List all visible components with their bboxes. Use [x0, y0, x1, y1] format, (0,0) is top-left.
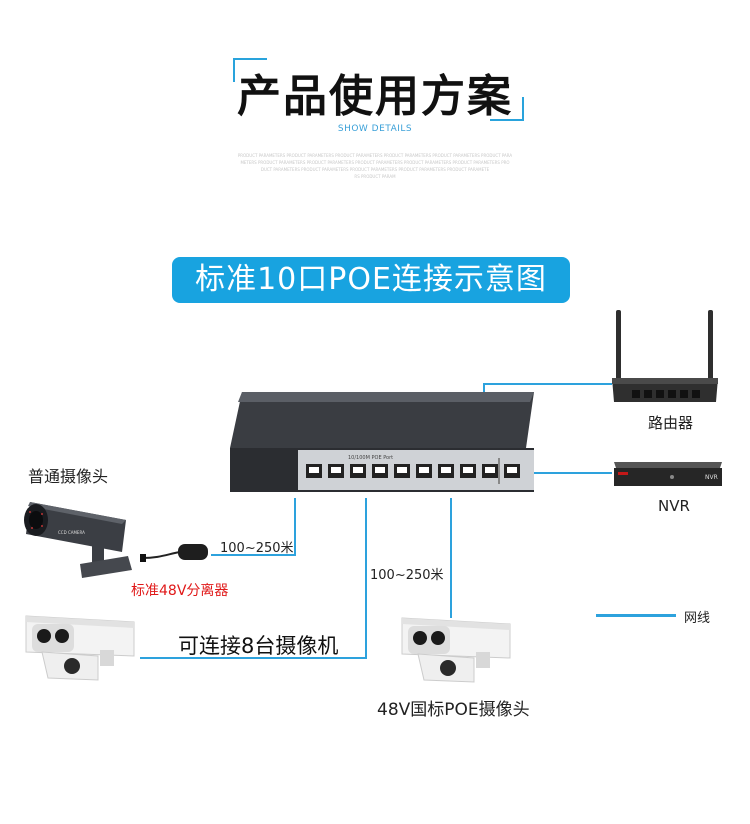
legend-line	[596, 614, 676, 617]
legend-label: 网线	[684, 607, 710, 626]
filler-text-4: RS PRODUCT PARAM	[175, 173, 575, 181]
poe-switch: 10/100M POE Port	[228, 388, 540, 500]
router-cable-horizontal	[483, 383, 612, 385]
normal-camera-label: 普通摄像头	[28, 463, 108, 487]
connect-note: 可连接8台摄像机	[178, 630, 338, 660]
nvr-image: NVR	[612, 458, 724, 490]
splitter-image	[140, 536, 214, 570]
switch-face-text: 10/100M POE Port	[348, 455, 393, 461]
splitter-label: 标准48V分离器	[131, 580, 228, 600]
poe-camera-cable	[450, 498, 452, 618]
nvr-face-text: NVR	[705, 474, 718, 481]
bullet-camera-left	[22, 610, 140, 686]
splitter-cable-vertical	[294, 498, 296, 556]
router-image	[612, 308, 722, 408]
diagram-banner: 标准10口POE连接示意图	[172, 257, 570, 303]
distance-label-left: 100~250米	[220, 537, 294, 556]
page-title: 产品使用方案	[0, 60, 750, 124]
poe-camera-label: 48V国标POE摄像头	[377, 695, 530, 720]
poe-camera-image	[398, 612, 516, 688]
bullet-cable-vertical	[365, 498, 367, 658]
router-label: 路由器	[648, 412, 693, 433]
camera-tag-text: CCD CAMERA	[58, 530, 85, 535]
normal-camera-image: CCD CAMERA	[22, 490, 138, 582]
page-subtitle: SHOW DETAILS	[0, 124, 750, 134]
distance-label-center: 100~250米	[370, 564, 444, 583]
nvr-cable	[532, 472, 612, 474]
nvr-label: NVR	[658, 497, 690, 515]
